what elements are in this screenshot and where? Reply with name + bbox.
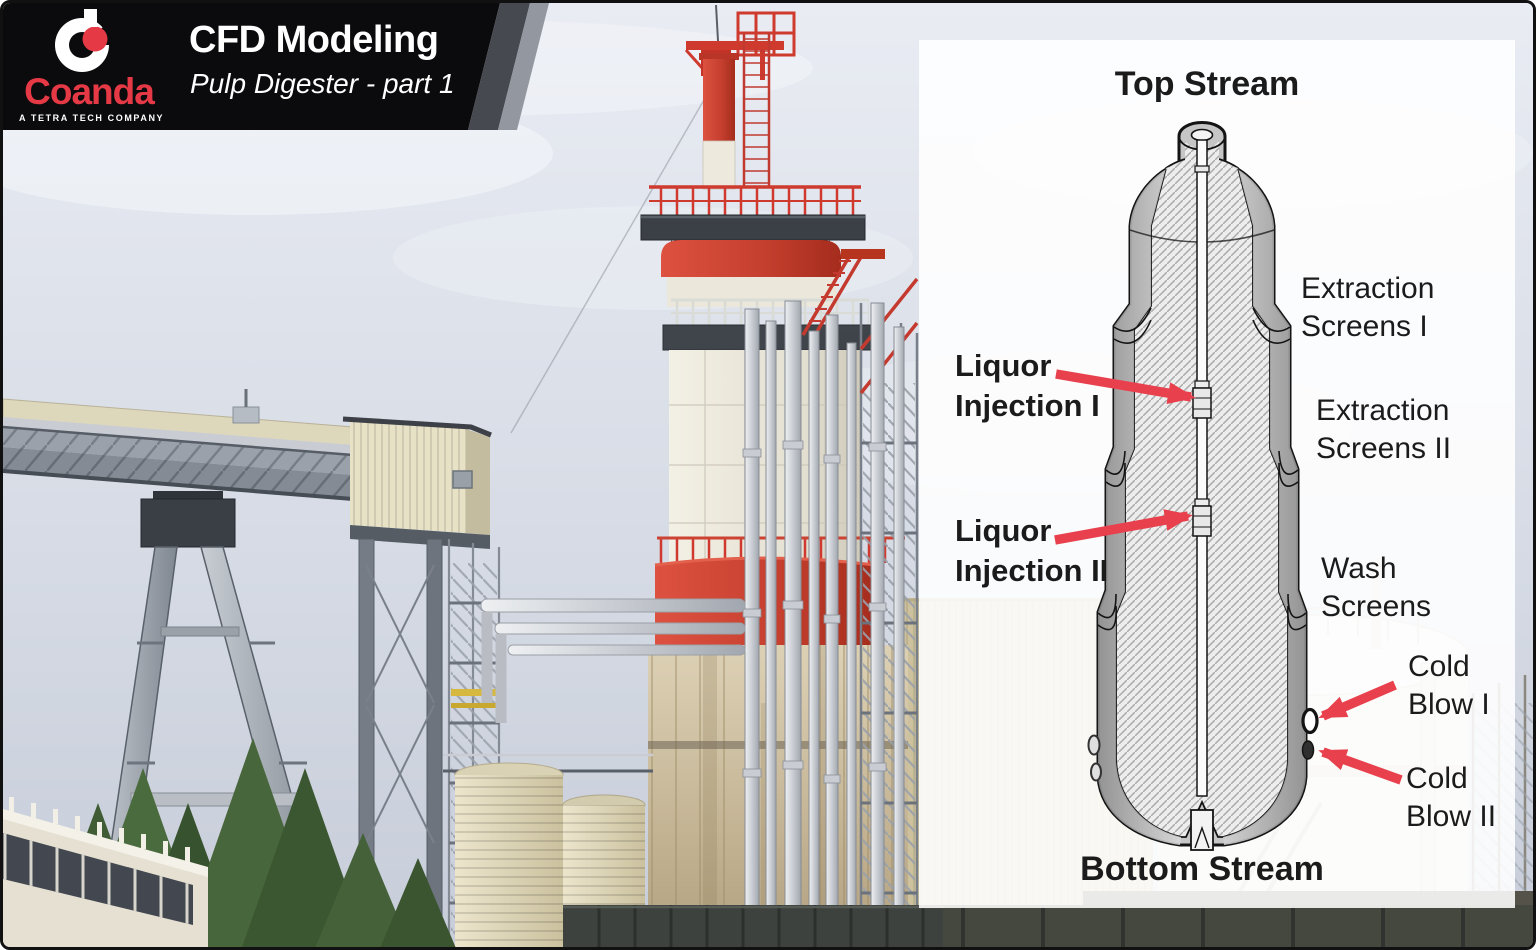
label-line: Injection II [955, 553, 1109, 588]
brand-block: Coanda A TETRA TECH COMPANY [19, 7, 165, 124]
injection-nozzle-1 [1192, 380, 1212, 419]
label-line: Extraction [1301, 272, 1435, 305]
label-liquor-injection-2: Liquor Injection II [955, 511, 1108, 591]
label-line: Extraction [1316, 394, 1450, 427]
cold-blow-ports [1087, 707, 1319, 782]
brand-name: Coanda [24, 71, 155, 112]
liquor-injection-2-arrow [1054, 509, 1193, 545]
label-line: Blow II [1406, 800, 1497, 833]
pipe-rack [742, 300, 905, 947]
injection-nozzle-2 [1192, 498, 1212, 537]
yellow-handrail [451, 689, 497, 696]
cold-blow-port-1 [1301, 707, 1319, 735]
conveyor-gallery [3, 389, 354, 501]
label-liquor-injection-1: Liquor Injection I [955, 346, 1100, 426]
label-line: Liquor [955, 513, 1052, 548]
label-line: Wash [1321, 552, 1397, 585]
label-line: Screens II [1316, 432, 1452, 465]
page-title: CFD Modeling [189, 19, 439, 61]
coanda-swirl-icon [37, 5, 129, 86]
label-line: Blow I [1408, 688, 1490, 721]
label-line: Cold [1408, 650, 1470, 683]
label-extraction-screens-2: Extraction Screens II [1316, 392, 1451, 468]
foreground-platform [563, 905, 943, 947]
page-subtitle: Pulp Digester - part 1 [190, 68, 455, 99]
cold-blow-2-arrow [1318, 747, 1403, 785]
digester-cutaway-diagram [1054, 121, 1403, 851]
red-stair [801, 256, 863, 336]
label-cold-blow-1: Cold Blow I [1408, 648, 1490, 724]
guy-cable [510, 92, 709, 434]
label-cold-blow-2: Cold Blow II [1406, 760, 1496, 836]
cold-blow-port-2 [1301, 740, 1315, 760]
label-line: Injection I [955, 388, 1100, 423]
label-wash-screens: Wash Screens [1321, 550, 1431, 626]
label-top-stream: Top Stream [1114, 65, 1300, 103]
label-line: Screens [1321, 590, 1432, 623]
label-line: Liquor [955, 348, 1052, 383]
cold-blow-1-arrow [1318, 680, 1397, 721]
center-pipe [1190, 139, 1214, 851]
liquor-injection-1-arrow [1055, 369, 1196, 404]
label-line: Cold [1406, 762, 1468, 795]
label-bottom-stream: Bottom Stream [1080, 850, 1324, 888]
header-banner: Coanda A TETRA TECH COMPANY CFD Modeling… [3, 3, 563, 130]
office-building [3, 797, 208, 947]
label-line: Screens I [1301, 310, 1428, 343]
label-extraction-screens-1: Extraction Screens I [1301, 270, 1434, 346]
diagram-panel: Top Stream Extraction Screens I Liquor I… [919, 40, 1515, 908]
caged-ladder [742, 33, 771, 187]
brand-tagline: A TETRA TECH COMPANY [19, 113, 165, 123]
